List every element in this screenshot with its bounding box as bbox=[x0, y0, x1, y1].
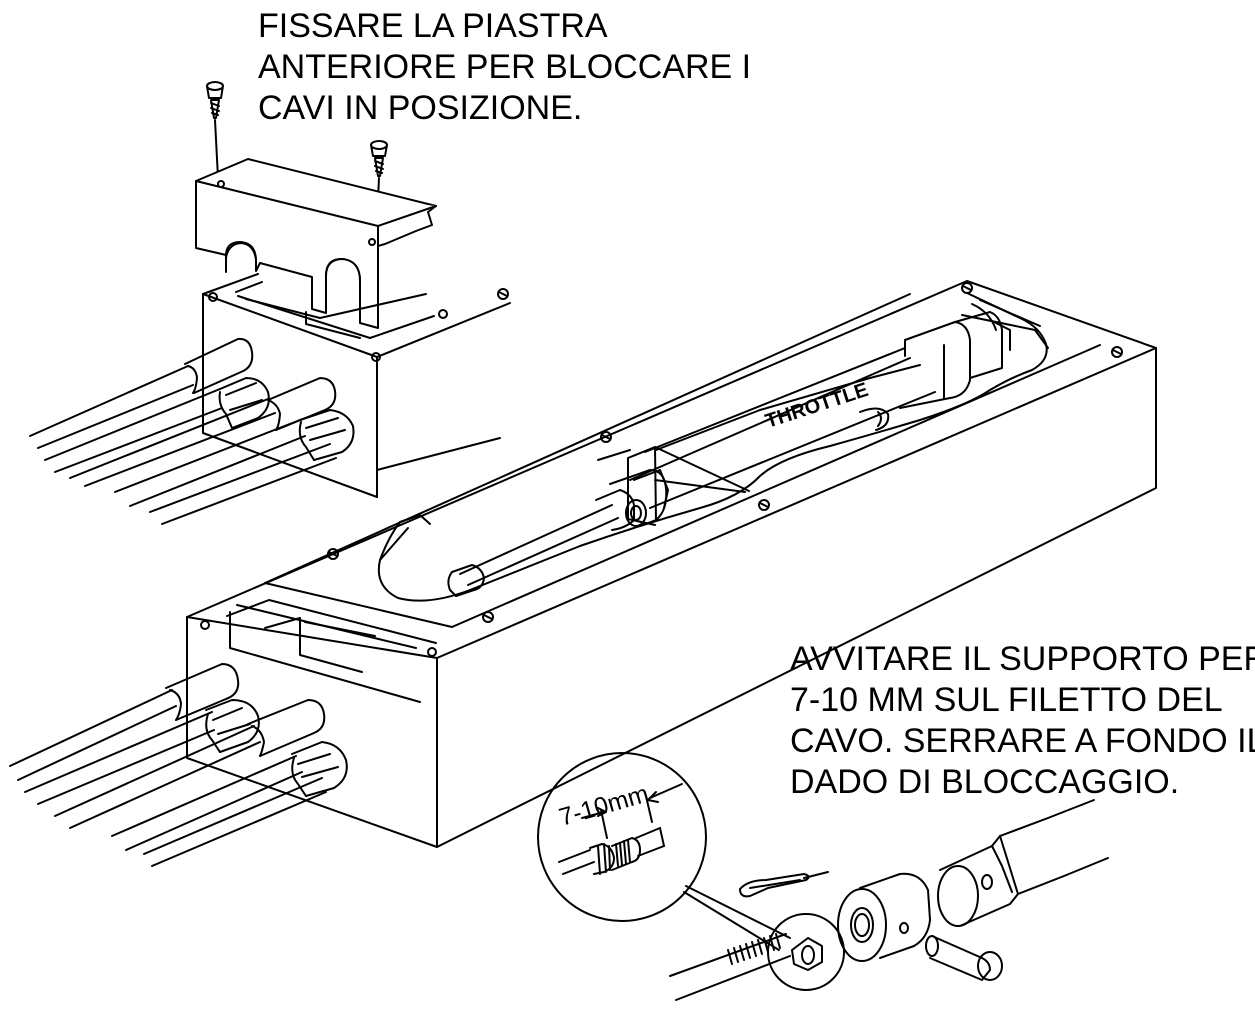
instruction-top-line-1: FISSARE LA PIASTRA bbox=[258, 7, 608, 45]
upper-cables bbox=[30, 339, 354, 524]
instruction-bottom: AVVITARE IL SUPPORTO PER 7-10 MM SUL FIL… bbox=[790, 639, 1255, 803]
upper-control-box bbox=[203, 274, 510, 497]
front-plate bbox=[196, 159, 436, 328]
throttle-rod bbox=[448, 300, 1048, 596]
plate-screws bbox=[207, 82, 387, 240]
instruction-top-line-2: ANTERIORE PER BLOCCARE I bbox=[258, 48, 752, 86]
instruction-top: FISSARE LA PIASTRA ANTERIORE PER BLOCCAR… bbox=[258, 6, 751, 129]
instruction-bottom-line-2: 7-10 MM SUL FILETTO DEL bbox=[790, 681, 1223, 719]
instruction-bottom-line-4: DADO DI BLOCCAGGIO. bbox=[790, 763, 1180, 801]
lower-cables bbox=[10, 664, 347, 866]
instruction-bottom-line-1: AVVITARE IL SUPPORTO PER bbox=[790, 640, 1255, 678]
clevis-assembly bbox=[670, 800, 1108, 1000]
detail-callout bbox=[538, 753, 790, 950]
instruction-bottom-line-3: CAVO. SERRARE A FONDO IL bbox=[790, 722, 1255, 760]
screw-left-icon bbox=[207, 82, 223, 178]
instruction-top-line-3: CAVI IN POSIZIONE. bbox=[258, 89, 583, 127]
